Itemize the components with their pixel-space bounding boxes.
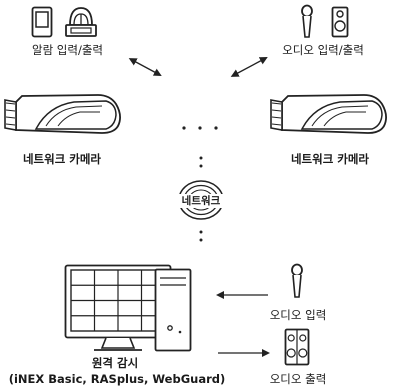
alarm-sensor-icon [31,6,53,38]
network-label: 네트워크 [168,194,234,208]
microphone-in-icon [291,263,303,298]
remote-monitoring-title: 원격 감시 [91,356,139,370]
audio-io-label: 오디오 입력/출력 [282,43,364,57]
alarm-io-label: 알람 입력/출력 [31,43,103,57]
network-camera-right-icon [270,94,387,134]
speaker-out-icon [284,328,310,366]
network-link-dots [199,156,203,242]
alarm-siren-icon [65,7,97,37]
speaker-icon [331,6,349,38]
more-cameras-dots [182,126,218,130]
network-camera-left-icon [4,94,121,134]
monitor-icon [64,264,172,351]
camera-left-label: 네트워크 카메라 [22,152,102,166]
remote-software-label: (iNEX Basic, RASplus, WebGuard) [8,372,226,386]
microphone-icon [301,4,313,38]
camera-right-label: 네트워크 카메라 [290,152,370,166]
pc-tower-icon [154,268,192,352]
audio-out-label: 오디오 출력 [269,372,327,386]
audio-in-label: 오디오 입력 [269,308,327,322]
